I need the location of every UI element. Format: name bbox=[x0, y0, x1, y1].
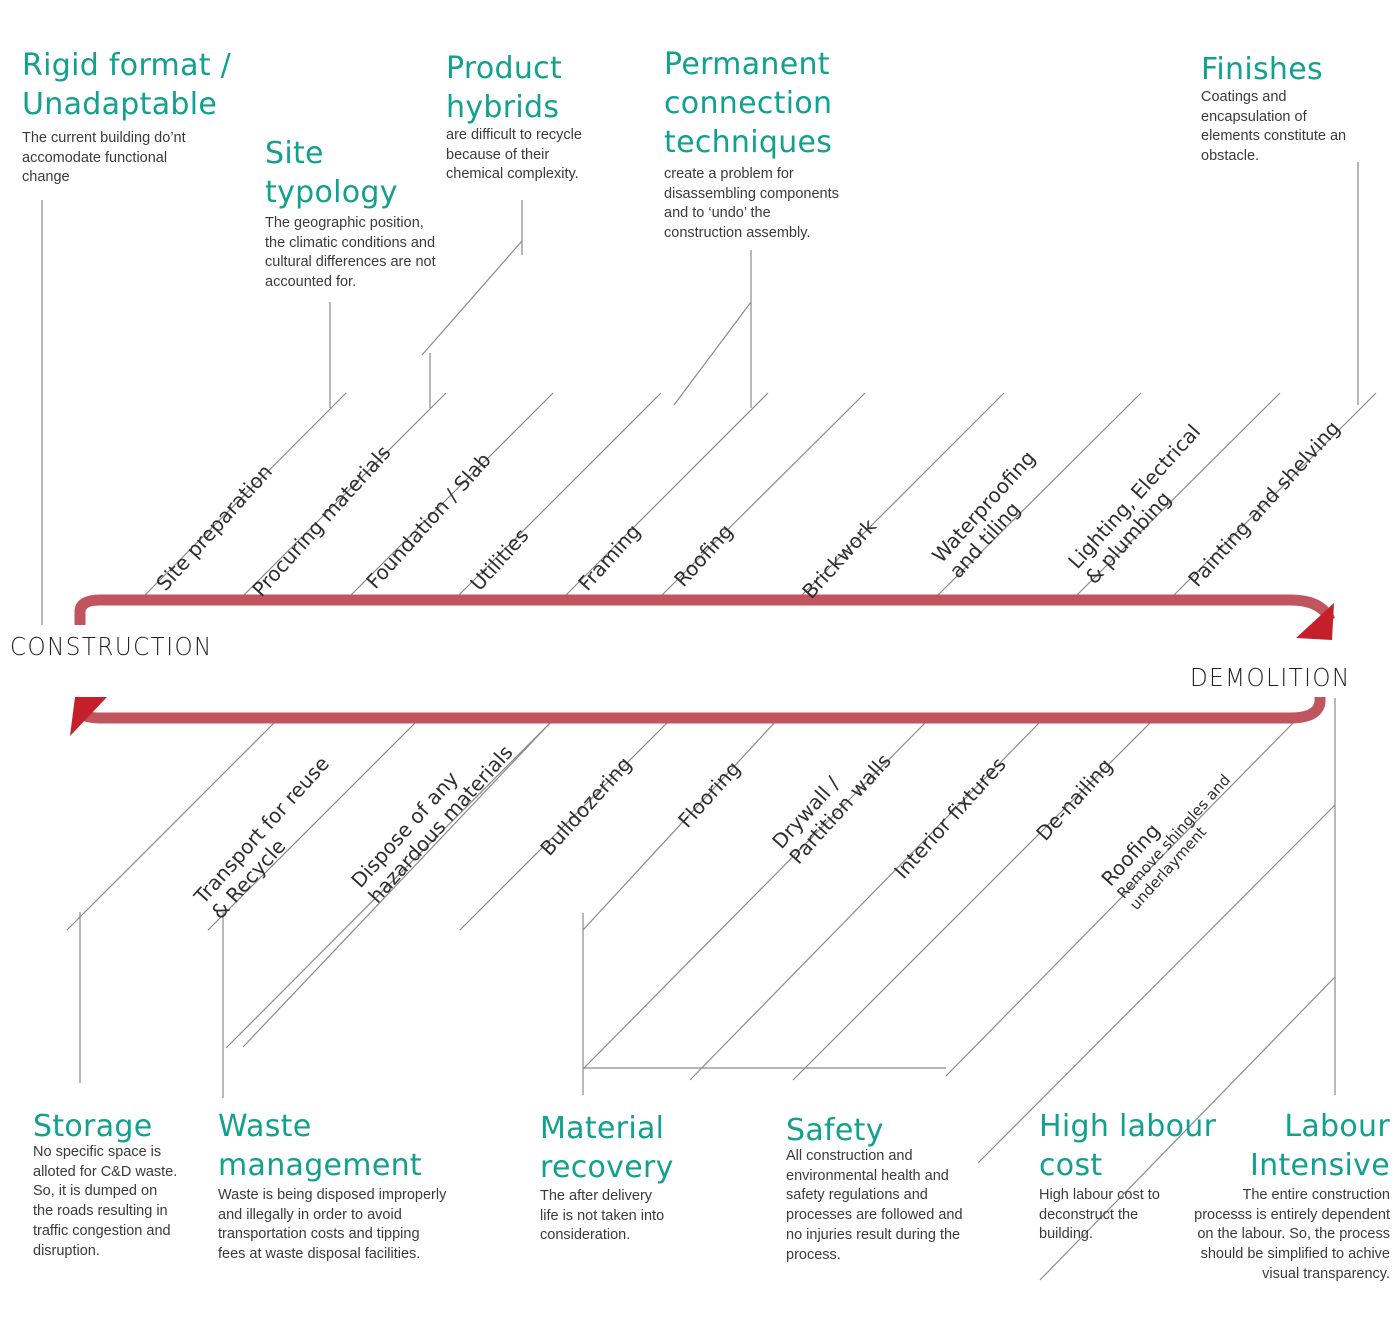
stage-line bbox=[945, 720, 1296, 1077]
stage-line bbox=[207, 720, 418, 931]
issue-title: Safety bbox=[786, 1113, 884, 1148]
stage-line bbox=[935, 392, 1142, 598]
stage-line bbox=[66, 720, 277, 931]
demolition-flow-band bbox=[74, 697, 1326, 724]
construction-arrowhead-icon bbox=[1296, 603, 1334, 640]
issue-title: Finishes bbox=[1201, 52, 1323, 87]
issue-description: High labour cost to deconstruct the buil… bbox=[1039, 1187, 1160, 1243]
stage-line bbox=[1074, 392, 1281, 598]
stage-line bbox=[456, 392, 662, 598]
stage-line bbox=[582, 720, 777, 931]
issue-description: All construction and environmental healt… bbox=[786, 1148, 963, 1263]
issue-high-labour-cost: High labour cost High labour cost to dec… bbox=[1039, 1107, 1229, 1245]
issue-description: The after delivery life is not taken int… bbox=[540, 1188, 665, 1244]
issue-title: Storage bbox=[33, 1109, 153, 1144]
stage-line bbox=[563, 392, 769, 598]
stage-line bbox=[459, 720, 670, 931]
stage-line bbox=[689, 720, 1042, 1081]
issue-material-recovery: Material recovery The after delivery lif… bbox=[540, 1109, 720, 1246]
issue-description: No specific space is alloted for C&D was… bbox=[33, 1144, 178, 1259]
stage-line bbox=[799, 392, 1005, 598]
issue-title: Rigid format / Unadaptable bbox=[22, 48, 232, 122]
issue-description: create a problem for disassembling compo… bbox=[664, 166, 839, 242]
issue-description: The current building do’nt accomodate fu… bbox=[22, 130, 186, 186]
construction-flow-band bbox=[74, 594, 1336, 625]
issue-title: Product hybrids bbox=[446, 51, 563, 125]
issue-safety: Safety All construction and environmenta… bbox=[786, 1111, 996, 1265]
stage-line bbox=[583, 720, 928, 1069]
issue-permanent-connection: Permanent connection techniques create a… bbox=[664, 45, 884, 244]
construction-node-label: CONSTRUCTION bbox=[10, 632, 213, 661]
stage-line bbox=[977, 804, 1336, 1164]
issue-title: Permanent connection techniques bbox=[664, 47, 833, 160]
issue-description: The entire construction processs is enti… bbox=[1194, 1187, 1390, 1282]
issue-description: are difficult to recycle because of thei… bbox=[446, 127, 582, 183]
demolition-arrowhead-icon bbox=[70, 697, 107, 736]
issue-description: Waste is being disposed improperly and i… bbox=[218, 1187, 447, 1263]
stage-line bbox=[1039, 976, 1336, 1281]
stage-line bbox=[1171, 392, 1377, 598]
issue-product-hybrids: Product hybrids are difficult to recycle… bbox=[446, 49, 626, 185]
issue-title: Labour Intensive bbox=[1250, 1109, 1390, 1183]
stage-line bbox=[241, 392, 447, 598]
issue-title: High labour cost bbox=[1039, 1109, 1217, 1183]
issue-finishes: Finishes Coatings and encapsulation of e… bbox=[1201, 50, 1391, 167]
stage-line bbox=[659, 392, 866, 598]
issue-title: Waste management bbox=[218, 1109, 422, 1183]
issue-link bbox=[421, 240, 523, 356]
stage-line bbox=[348, 392, 554, 598]
connector-lines bbox=[41, 162, 1377, 1281]
demolition-node-label: DEMOLITION bbox=[1190, 663, 1351, 692]
stage-line bbox=[242, 720, 553, 1048]
issue-link bbox=[673, 301, 752, 406]
stage-line bbox=[792, 720, 1153, 1081]
issue-waste-management: Waste management Waste is being disposed… bbox=[218, 1107, 488, 1265]
issue-link bbox=[225, 720, 553, 1049]
issue-title: Site typology bbox=[265, 136, 398, 210]
issue-site-typology: Site typology The geographic position, t… bbox=[265, 134, 465, 293]
issue-labour-intensive: Labour Intensive The entire construction… bbox=[1160, 1107, 1390, 1285]
issue-description: The geographic position, the climatic co… bbox=[265, 215, 436, 291]
issue-description: Coatings and encapsulation of elements c… bbox=[1201, 89, 1347, 165]
stage-line bbox=[142, 392, 347, 598]
issue-rigid-format: Rigid format / Unadaptable The current b… bbox=[22, 46, 252, 188]
issue-storage: Storage No specific space is alloted for… bbox=[33, 1107, 203, 1261]
issue-title: Material recovery bbox=[540, 1111, 674, 1185]
